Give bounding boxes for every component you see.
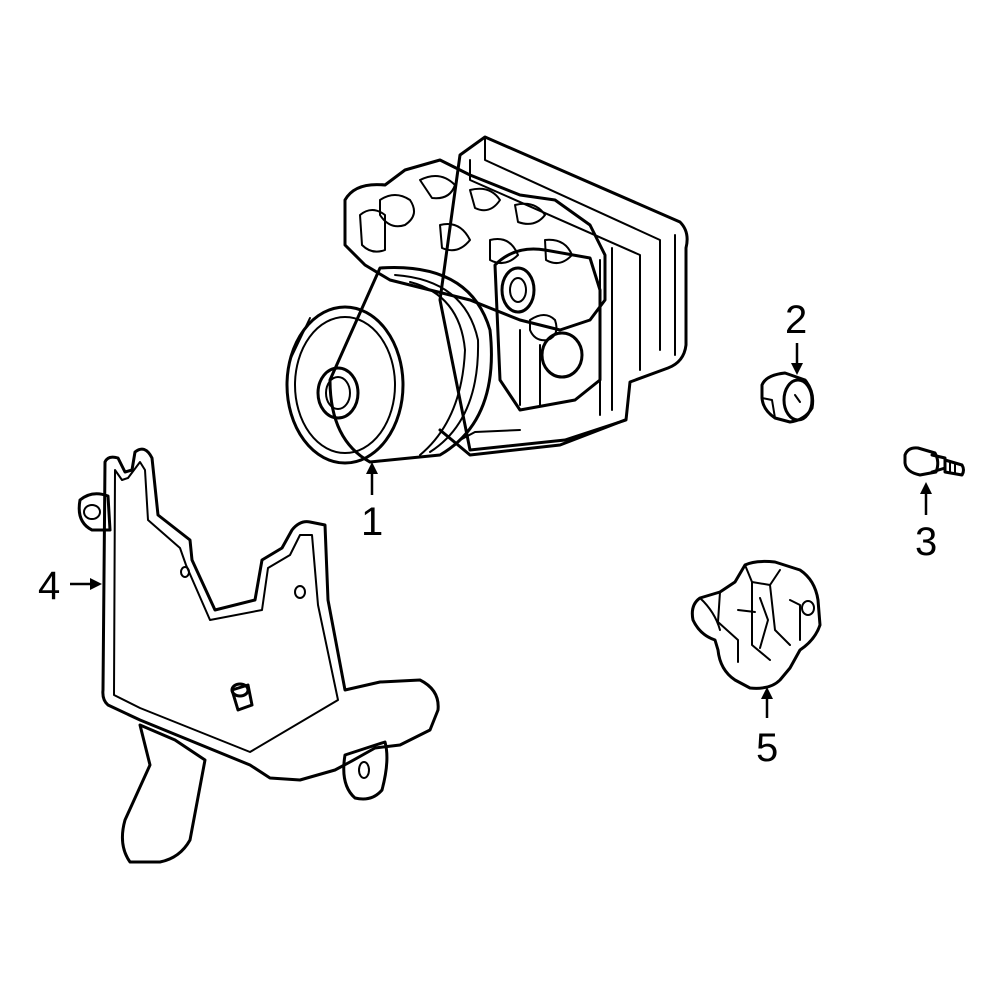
callout-label-3: 3	[915, 520, 938, 564]
abs-modulator-unit	[285, 135, 689, 465]
callout-label-4: 4	[38, 564, 61, 608]
bolt	[903, 446, 965, 477]
nut	[760, 371, 815, 424]
callout-arrow-3	[920, 482, 932, 515]
highlighted-part-5	[690, 559, 822, 690]
callout-arrow-1	[366, 462, 378, 495]
callout-arrow-5	[761, 687, 773, 718]
callout-label-5: 5	[756, 726, 779, 770]
mounting-bracket	[77, 447, 440, 864]
callout-arrow-2	[791, 343, 803, 375]
callout-label-2: 2	[785, 298, 808, 342]
callout-label-1: 1	[361, 500, 384, 544]
callout-arrow-4	[70, 578, 102, 590]
